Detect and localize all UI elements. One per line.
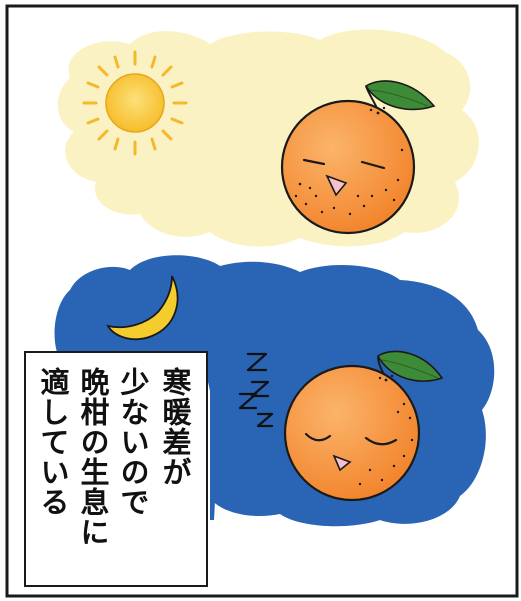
caption-line-3: 晩柑の生息に [76, 367, 110, 547]
caption-line-2: 少ないので [116, 367, 150, 517]
orange-sleeping [283, 350, 444, 502]
orange-awake [280, 80, 436, 235]
caption-line-4: 適している [36, 367, 70, 517]
moon-icon [106, 275, 179, 341]
caption-box: 寒暖差が 少ないので 晩柑の生息に 適している [24, 351, 208, 587]
sun-icon [82, 50, 188, 156]
sleep-z-icons [238, 352, 274, 428]
caption-line-1: 寒暖差が [158, 367, 192, 487]
